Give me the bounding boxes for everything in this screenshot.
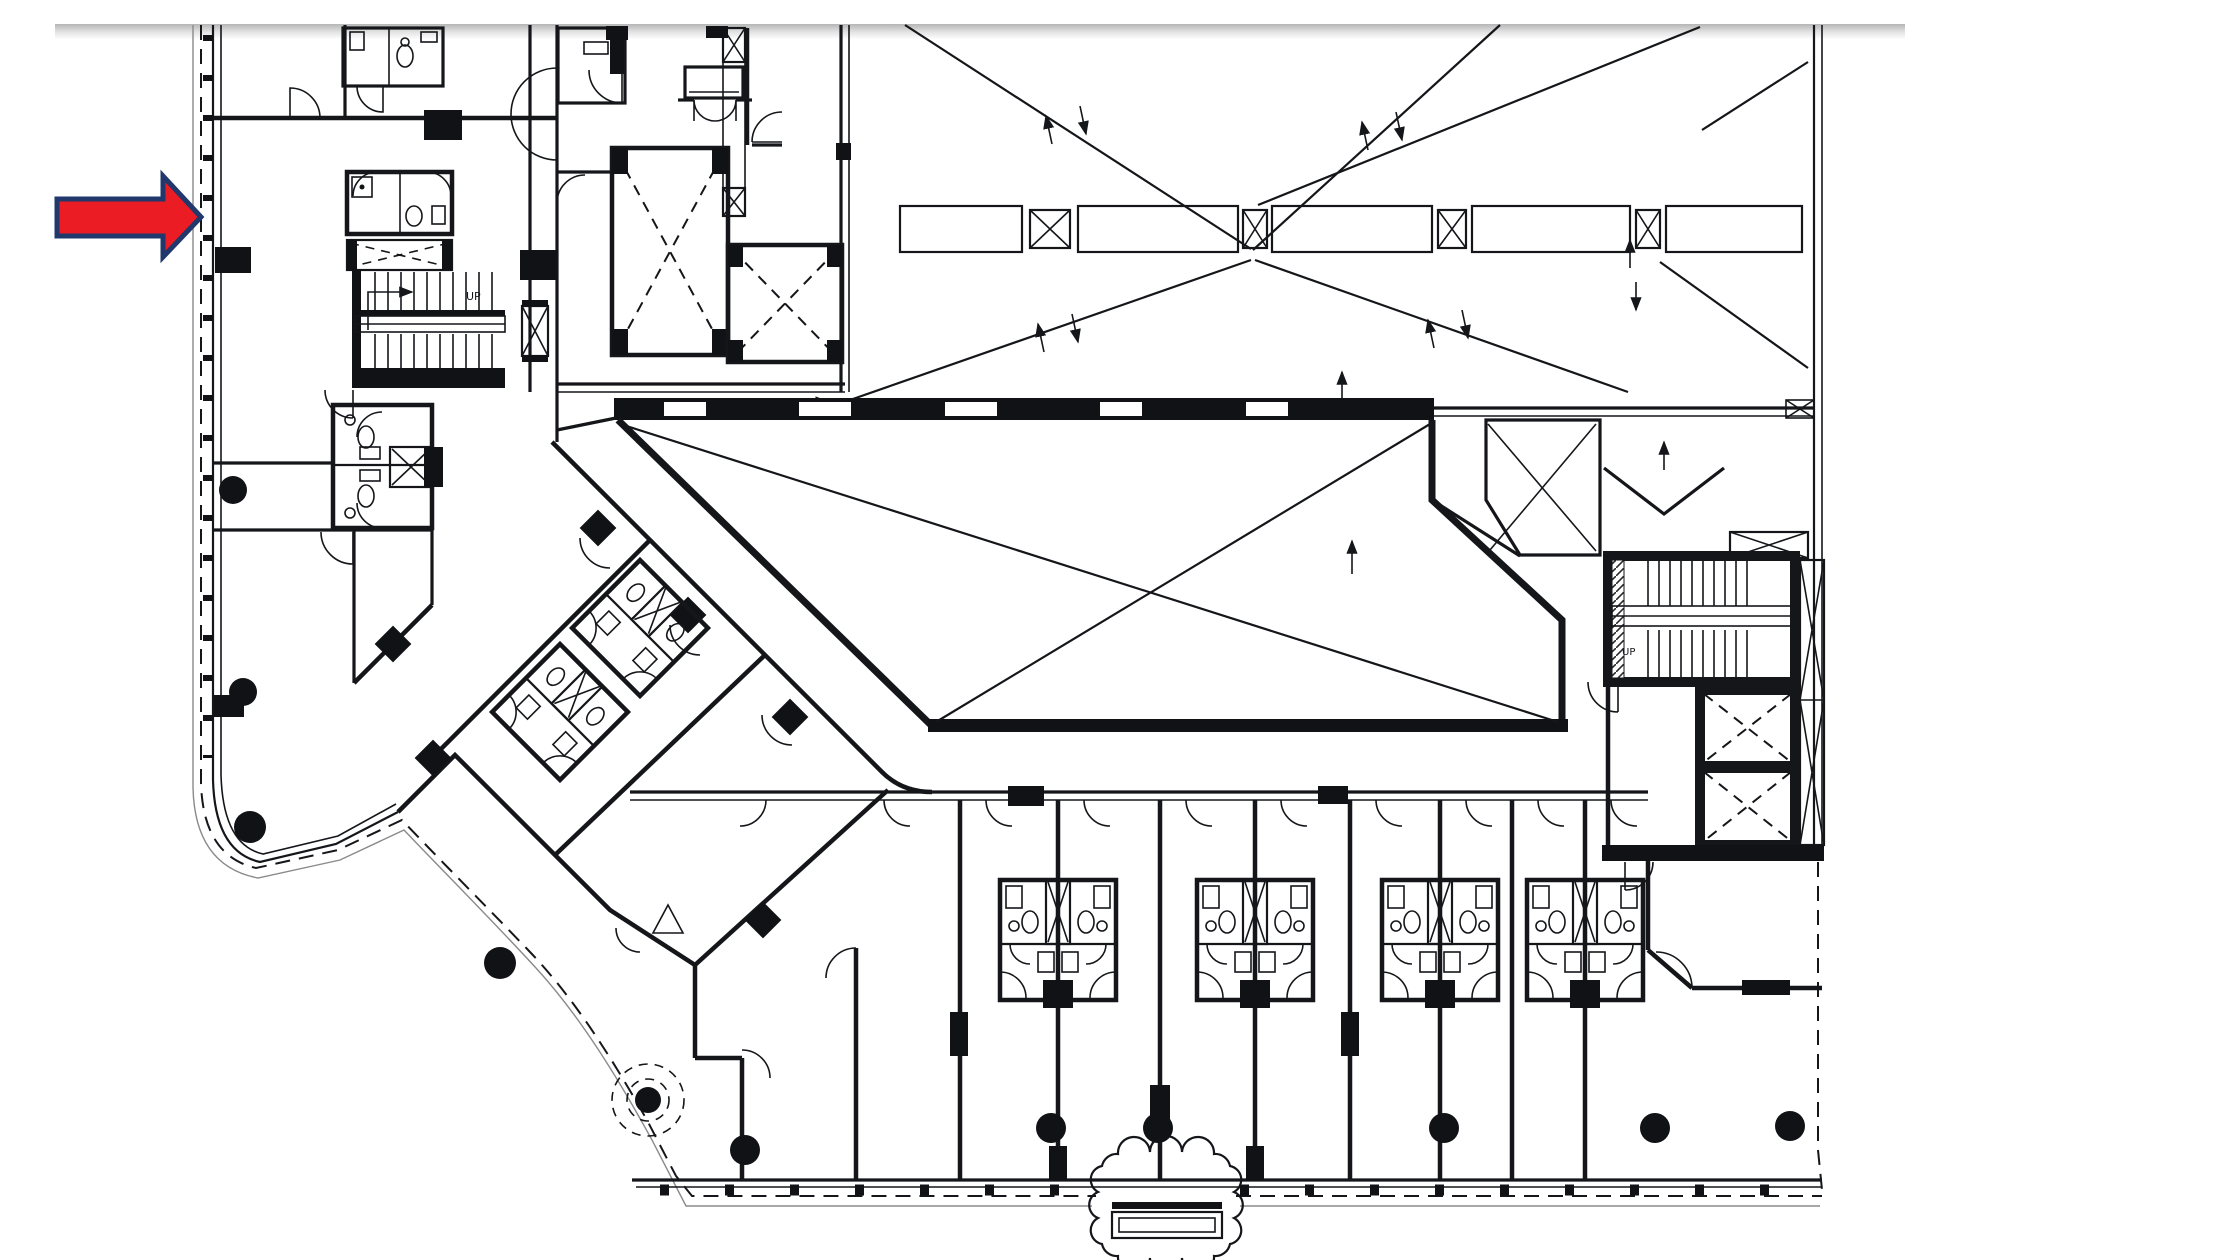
stair-up-label: UP <box>466 290 481 303</box>
sheet-edge-shadow <box>55 24 1905 39</box>
bathroom-pod-row <box>997 877 1643 1008</box>
corner-room <box>1624 861 1822 1143</box>
columns-and-tree <box>219 476 1459 1165</box>
slope-arrow-icons <box>1035 105 1642 574</box>
bottom-room-band <box>630 786 1648 1180</box>
site-boundary <box>192 25 1823 1207</box>
planter-boxes <box>898 204 1804 254</box>
roof-terrace <box>849 24 1809 574</box>
right-core: UP <box>1587 440 1826 861</box>
entrance-canopy <box>1088 1134 1244 1260</box>
central-void <box>614 398 1568 732</box>
upper-right-shaft <box>1431 399 1815 558</box>
red-arrow-annotation <box>54 169 205 264</box>
tree-symbol <box>611 1063 685 1137</box>
stair-upper-left: UP <box>324 270 550 419</box>
roof-diagonal-lines <box>849 24 1809 402</box>
red-arrow-shape <box>54 169 205 264</box>
stair-up-label: UP <box>1622 647 1635 658</box>
center-top-block <box>556 25 851 412</box>
diagonal-wing <box>352 416 933 967</box>
bathroom-pod-double <box>330 402 443 531</box>
bathroom-pod-upper <box>344 169 455 272</box>
